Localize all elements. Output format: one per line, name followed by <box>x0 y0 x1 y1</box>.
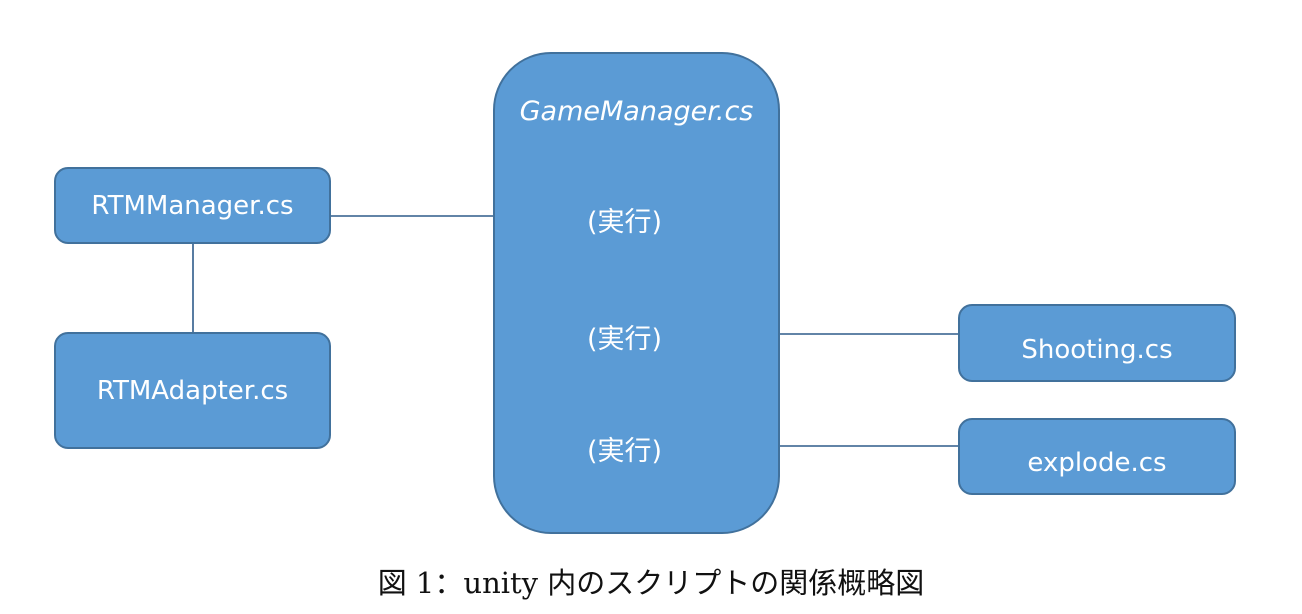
shooting-box: Shooting.cs <box>958 304 1236 382</box>
rtmadapter-label: RTMAdapter.cs <box>96 375 289 406</box>
rtmmanager-box: RTMManager.cs <box>54 167 331 244</box>
shooting-label: Shooting.cs <box>1021 335 1173 365</box>
exec-label-1: (実行) <box>587 207 663 238</box>
figure-caption: 図 1：unity 内のスクリプトの関係概略図 <box>377 566 925 600</box>
gamemanager-box: GameManager.cs <box>493 52 780 534</box>
rtmadapter-box: RTMAdapter.cs <box>54 332 331 449</box>
gamemanager-label: GameManager.cs <box>519 96 754 127</box>
exec-label-2: (実行) <box>587 324 663 355</box>
rtmmanager-label: RTMManager.cs <box>91 190 294 221</box>
exec-label-3: (実行) <box>587 436 663 467</box>
explode-label: explode.cs <box>1027 447 1167 478</box>
explode-box: explode.cs <box>958 418 1236 495</box>
